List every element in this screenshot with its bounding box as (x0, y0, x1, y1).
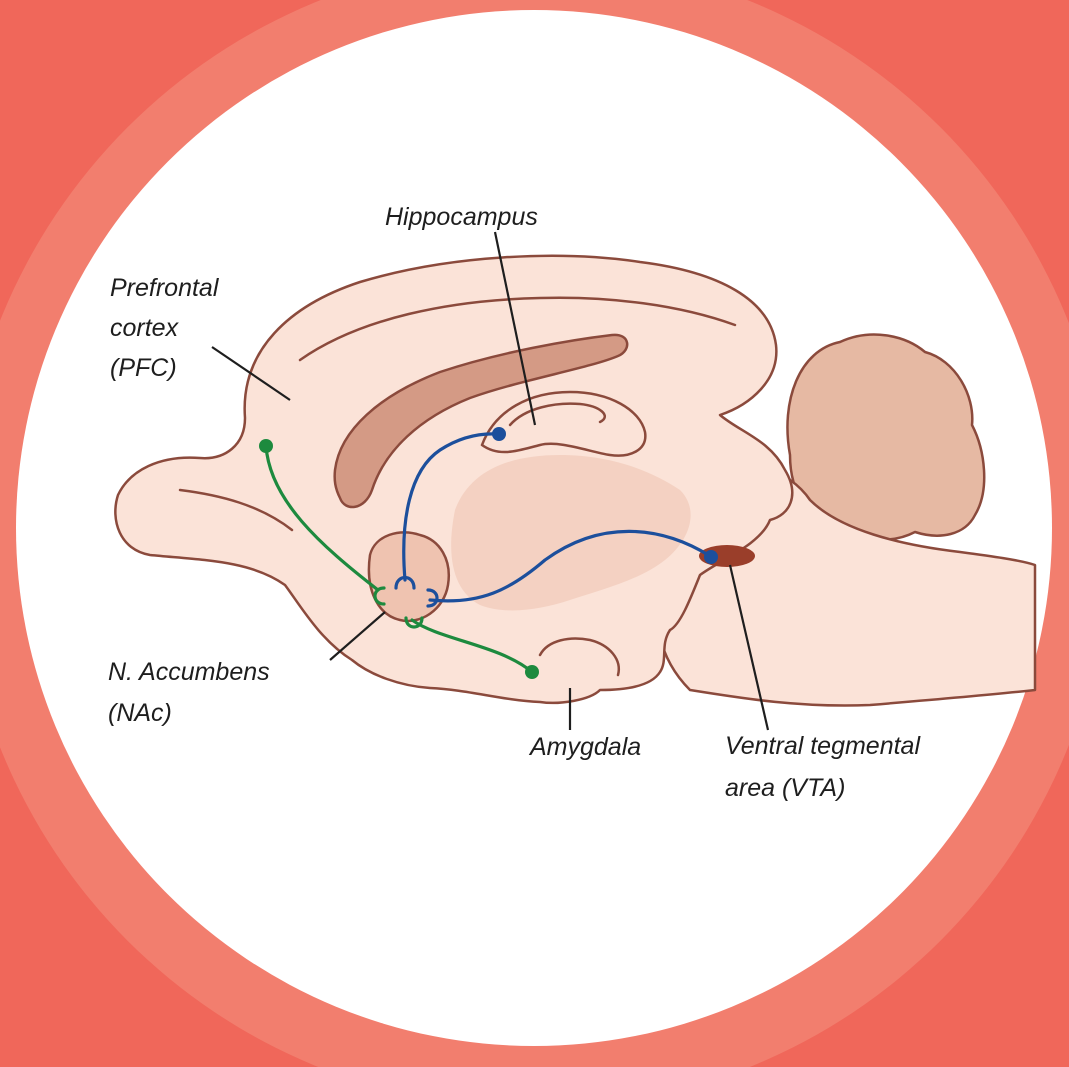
label-vta-line2: area (VTA) (725, 774, 845, 802)
amygdala-terminal-dot (525, 665, 539, 679)
label-vta-line1: Ventral tegmental (725, 732, 921, 760)
label-pfc-line1: Prefrontal (110, 274, 220, 302)
pfc-terminal-dot (259, 439, 273, 453)
label-nac-line1: N. Accumbens (108, 658, 270, 686)
label-nac-line2: (NAc) (108, 699, 172, 727)
label-amygdala: Amygdala (528, 733, 641, 761)
label-hippocampus: Hippocampus (385, 203, 538, 231)
label-pfc-line3: (PFC) (110, 354, 177, 382)
hippocampus-terminal-dot (492, 427, 506, 441)
label-pfc-line2: cortex (110, 314, 180, 342)
vta-terminal-dot (704, 550, 718, 564)
